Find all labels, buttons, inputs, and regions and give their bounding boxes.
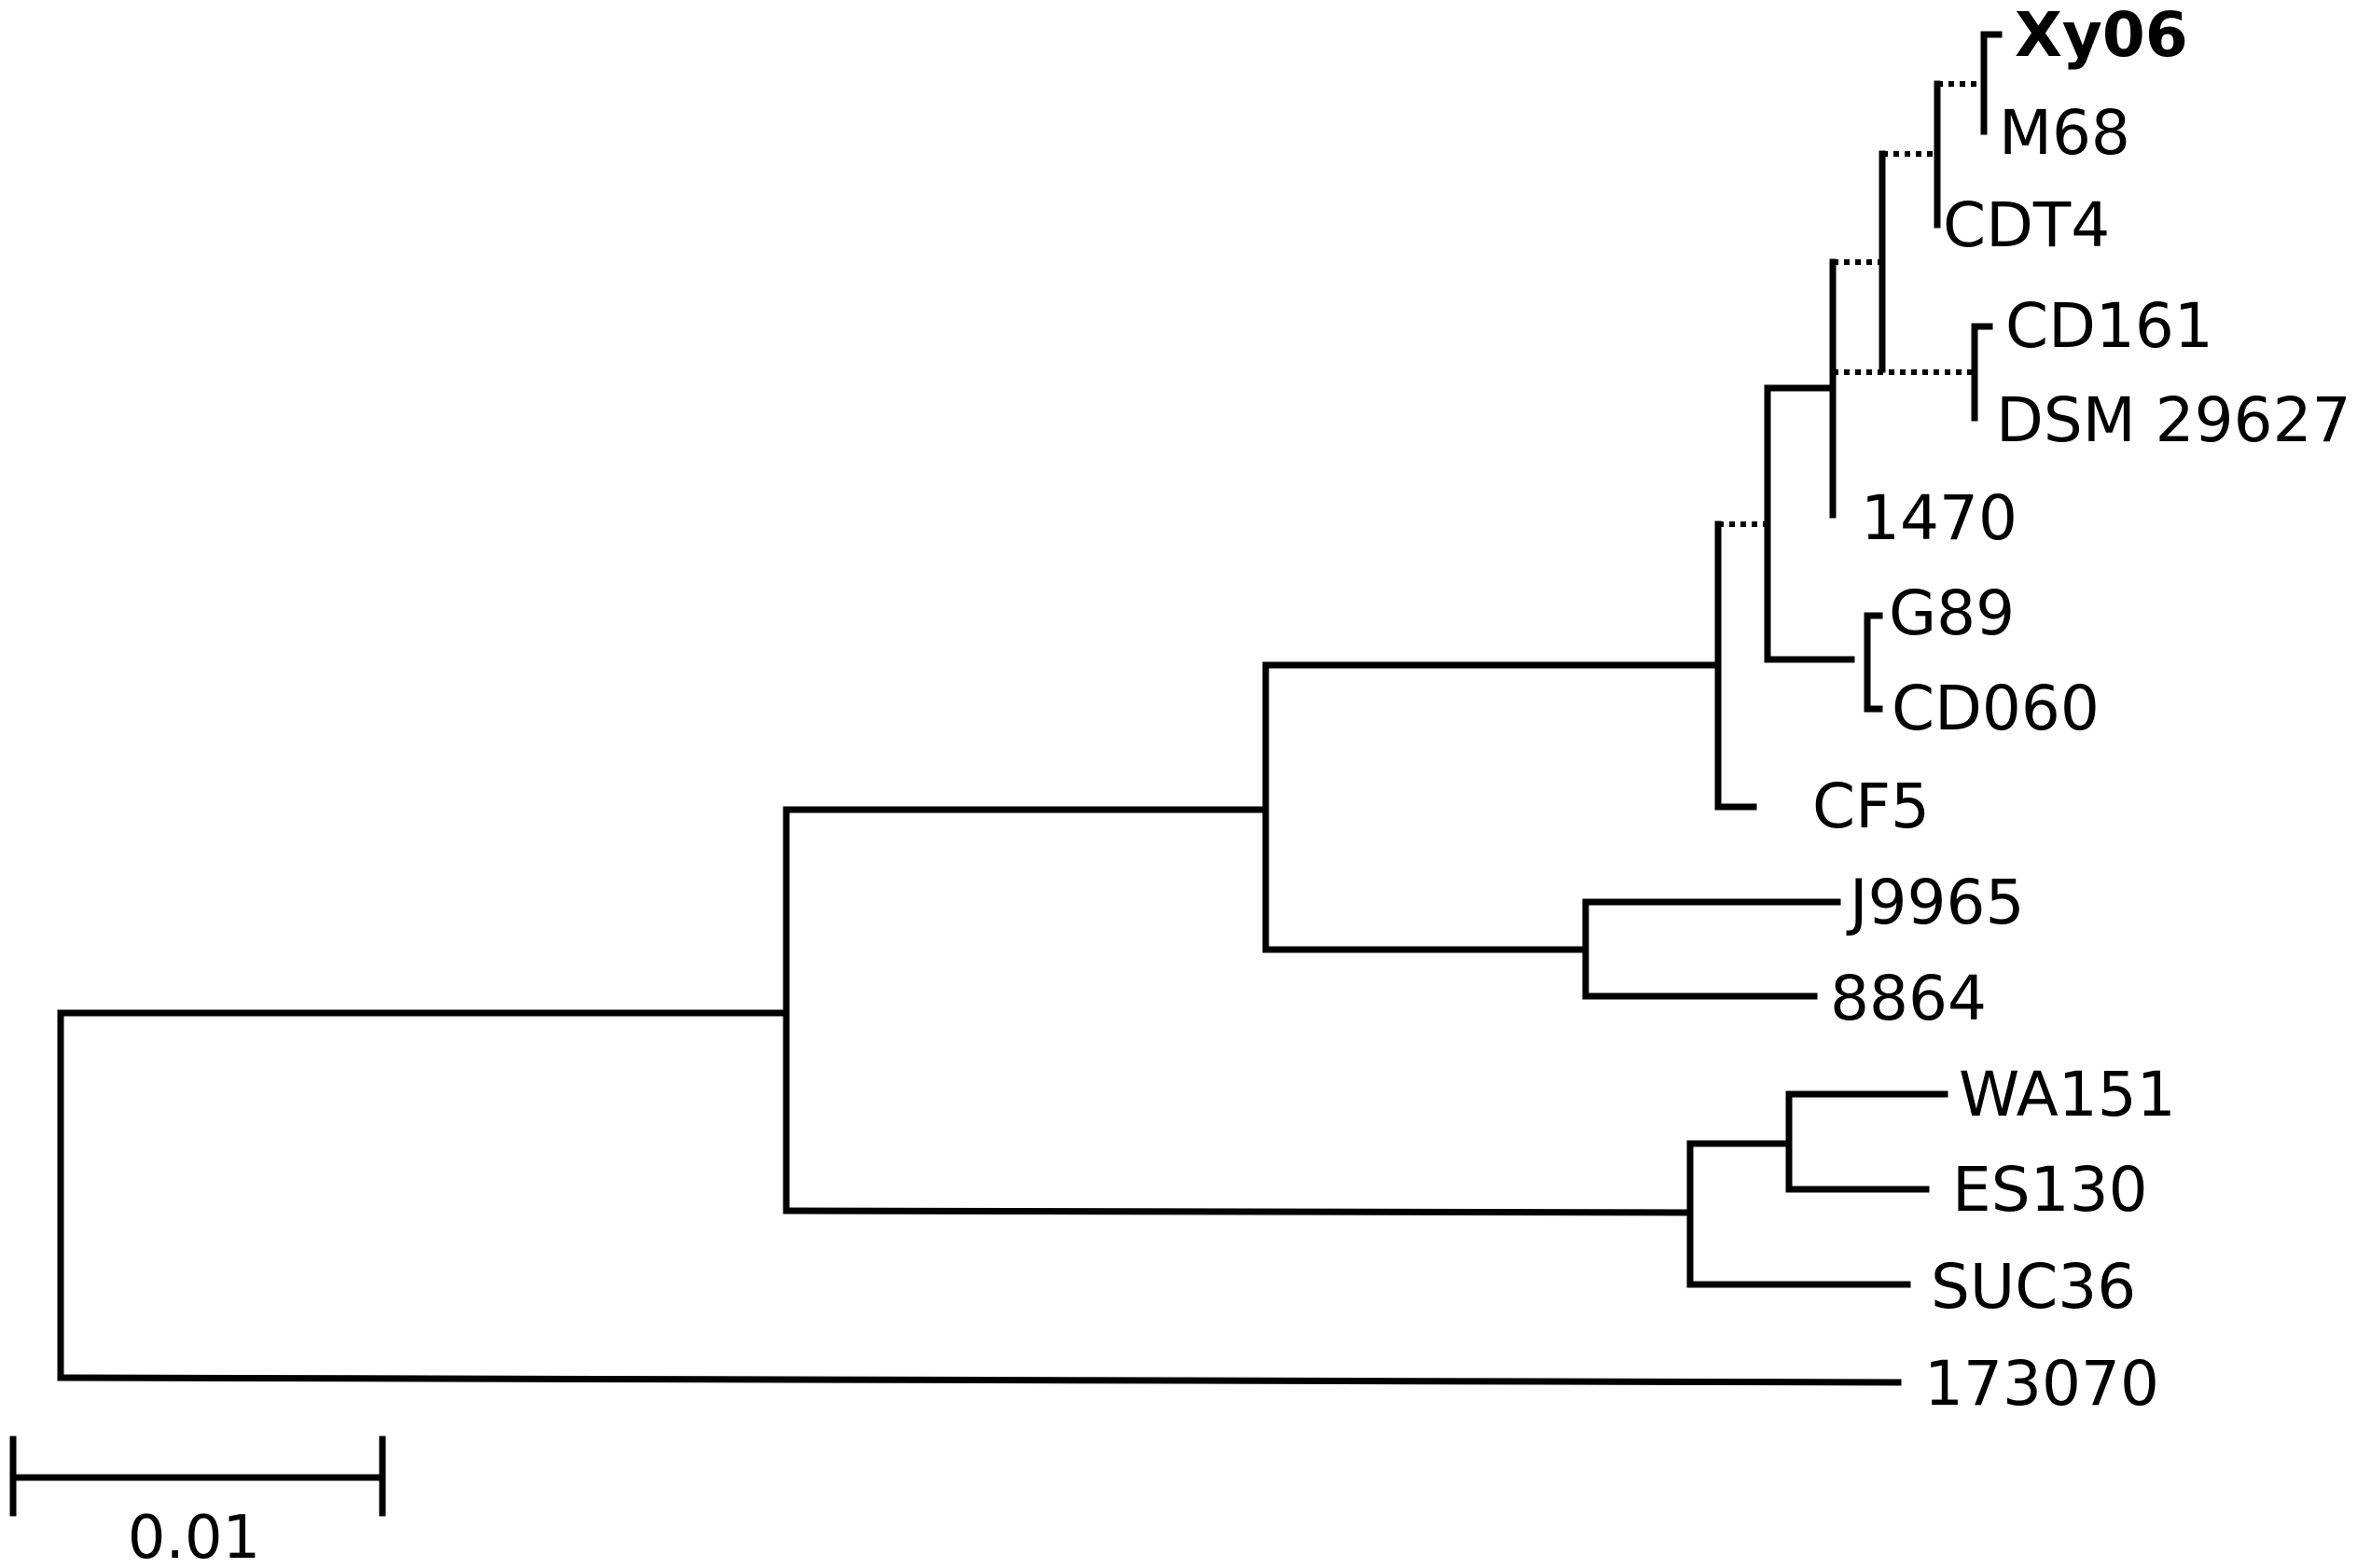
leaf-label-suc36: SUC36 [1931, 1251, 2136, 1323]
leaf-label-cd060: CD060 [1892, 673, 2100, 744]
leaf-label-m68: M68 [1999, 97, 2130, 169]
tree-leaf-labels: Xy06 M68 CDT4 CD161 DSM 29627 1470 G89 C… [1812, 0, 2351, 1420]
leaf-label-j9965: J9965 [1846, 867, 2024, 938]
leaf-label-dsm29627: DSM 29627 [1996, 384, 2351, 456]
leaf-label-1470: 1470 [1861, 482, 2017, 554]
scale-bar-label: 0.01 [128, 1504, 261, 1568]
leaf-label-cf5: CF5 [1812, 770, 1930, 842]
leaf-label-es130: ES130 [1952, 1154, 2148, 1226]
leaf-label-173070: 173070 [1924, 1348, 2159, 1420]
leaf-label-wa151: WA151 [1959, 1059, 2176, 1131]
tree-branches [57, 31, 2003, 1386]
leaf-label-8864: 8864 [1830, 963, 1987, 1034]
leaf-label-cdt4: CDT4 [1943, 189, 2110, 261]
leaf-label-cd161: CD161 [2005, 290, 2213, 362]
leaf-label-g89: G89 [1889, 577, 2015, 649]
leaf-label-xy06: Xy06 [2015, 0, 2188, 71]
scale-bar: 0.01 [9, 1436, 386, 1568]
